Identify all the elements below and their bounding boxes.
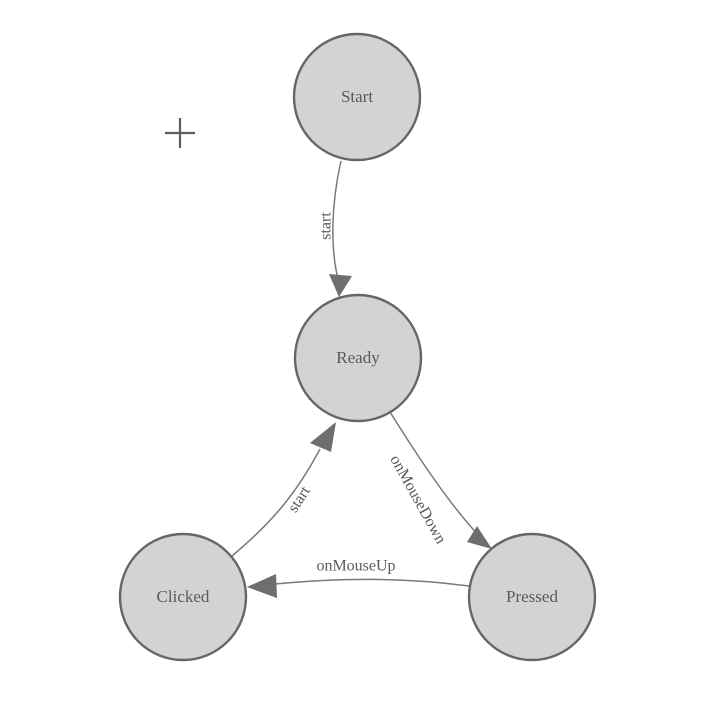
edge-clicked-to-ready-path	[231, 448, 321, 557]
node-ready-circle[interactable]	[293, 293, 423, 423]
node-ready[interactable]: Ready	[293, 293, 423, 423]
edge-pressed-to-clicked[interactable]: onMouseUp	[247, 558, 470, 598]
node-start[interactable]: Start	[292, 32, 422, 162]
edge-start-to-ready-arrowhead	[329, 274, 352, 297]
node-start-circle[interactable]	[292, 32, 422, 162]
edge-ready-to-pressed[interactable]: onMouseDown	[386, 411, 492, 549]
node-start-label: Start	[341, 87, 373, 106]
node-pressed-circle[interactable]	[467, 532, 597, 662]
node-ready-label: Ready	[336, 348, 380, 367]
node-pressed-label: Pressed	[506, 587, 558, 606]
edge-start-to-ready-path	[332, 160, 342, 284]
edge-pressed-to-clicked-arrowhead	[247, 574, 277, 598]
edge-ready-to-pressed-path	[389, 411, 482, 539]
edge-start-to-ready[interactable]: start	[318, 160, 352, 297]
node-clicked[interactable]: Clicked	[118, 532, 248, 662]
edge-label-clicked-to-ready: start	[285, 483, 315, 516]
node-pressed[interactable]: Pressed	[467, 532, 597, 662]
edge-clicked-to-ready[interactable]: start	[231, 422, 336, 557]
plus-marker[interactable]	[165, 118, 195, 148]
edge-label-ready-to-pressed: onMouseDown	[386, 452, 449, 547]
edge-label-pressed-to-clicked: onMouseUp	[316, 558, 395, 575]
edge-label-start-to-ready: start	[318, 212, 335, 240]
edge-ready-to-pressed-arrowhead	[467, 526, 492, 549]
node-clicked-label: Clicked	[157, 587, 210, 606]
edge-pressed-to-clicked-path	[274, 578, 470, 587]
node-clicked-circle[interactable]	[118, 532, 248, 662]
edge-clicked-to-ready-arrowhead	[310, 422, 336, 452]
